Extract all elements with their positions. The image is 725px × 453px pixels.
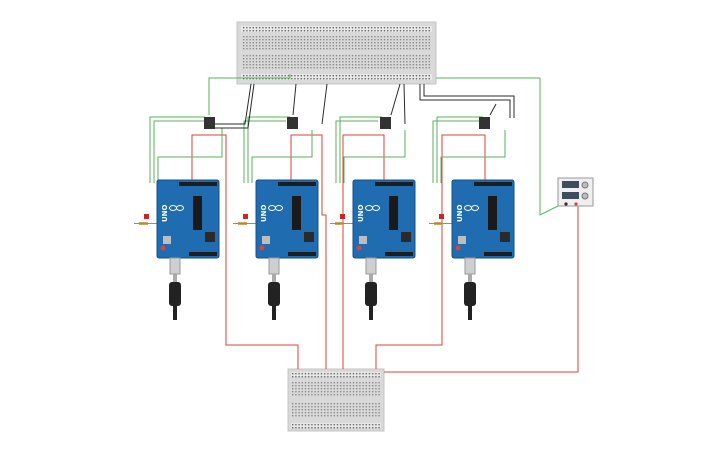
- arduino-logo: [268, 205, 283, 211]
- resistor-icon: [134, 222, 157, 225]
- ic-chip-icon: [287, 117, 298, 129]
- bottom-breadboard[interactable]: [287, 368, 385, 432]
- board-label: UNO: [456, 204, 464, 222]
- arduino-logo: [365, 205, 380, 211]
- board-label: UNO: [161, 204, 169, 222]
- top-breadboard[interactable]: [236, 21, 437, 85]
- arduino-boards: UNO UNO UNO UNO: [134, 179, 515, 320]
- usb-cable-icon[interactable]: [268, 257, 280, 320]
- breadboard-holes: [243, 27, 430, 80]
- ic-chips: [204, 117, 490, 129]
- usb-cable-icon[interactable]: [169, 257, 181, 320]
- usb-cable-icon[interactable]: [365, 257, 377, 320]
- arduino-uno-icon[interactable]: UNO: [330, 179, 416, 320]
- black-wires[interactable]: [215, 83, 515, 129]
- ic-chip-icon: [479, 117, 490, 129]
- led-icon: [243, 214, 248, 219]
- red-wires[interactable]: [191, 134, 579, 373]
- led-icon: [439, 214, 444, 219]
- arduino-uno-icon[interactable]: UNO: [429, 179, 515, 320]
- green-wires[interactable]: [149, 74, 561, 216]
- arduino-uno-icon[interactable]: UNO: [233, 179, 319, 320]
- arduino-logo: [169, 205, 184, 211]
- board-label: UNO: [260, 204, 268, 222]
- power-supply-icon[interactable]: [557, 177, 594, 207]
- resistor-icon: [429, 222, 452, 225]
- resistor-icon: [330, 222, 353, 225]
- breadboard-holes: [292, 373, 380, 429]
- ic-chip-icon: [204, 117, 215, 129]
- led-icon: [144, 214, 149, 219]
- led-icon: [340, 214, 345, 219]
- usb-cable-icon[interactable]: [464, 257, 476, 320]
- arduino-logo: [464, 205, 479, 211]
- ic-chip-icon: [380, 117, 391, 129]
- board-label: UNO: [357, 204, 365, 222]
- arduino-uno-icon[interactable]: UNO: [134, 179, 220, 320]
- resistor-icon: [233, 222, 256, 225]
